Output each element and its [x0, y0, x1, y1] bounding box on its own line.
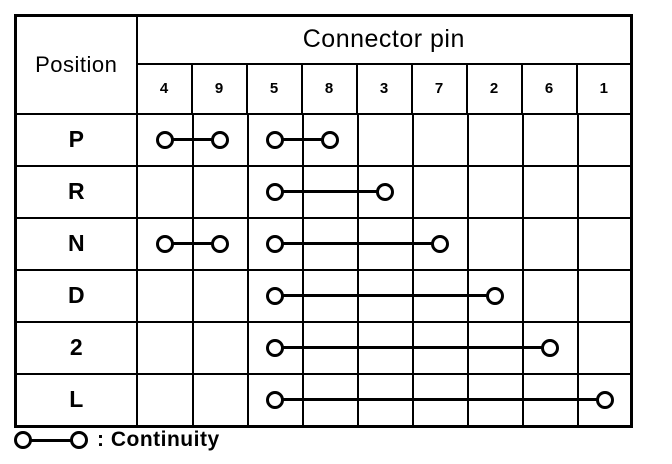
- continuity-terminal-icon-pin-9: [211, 234, 229, 253]
- continuity-terminal-icon-pin-5: [266, 182, 284, 201]
- header-row-main: Position Connector pin: [14, 14, 633, 115]
- grid-line: [246, 271, 249, 320]
- grid-line: [521, 167, 524, 216]
- row-L: L: [14, 372, 633, 427]
- grid-line: [576, 167, 579, 216]
- legend-line: [23, 438, 79, 442]
- row-D: D: [14, 268, 633, 323]
- pin-header-3: 3: [355, 62, 413, 115]
- grid-line: [356, 115, 359, 164]
- pin-header-6: 6: [520, 62, 578, 115]
- continuity-line-5-3: [275, 190, 385, 193]
- pin-header-7: 7: [410, 62, 468, 115]
- grid-line: [411, 167, 414, 216]
- grid-line: [576, 219, 579, 268]
- continuity-terminal-icon-pin-2: [486, 286, 504, 305]
- pin-header-1: 1: [575, 62, 633, 115]
- pin-area-2: [139, 323, 630, 372]
- grid-line: [191, 167, 194, 216]
- pin-area-D: [139, 271, 630, 320]
- pin-area-P: [139, 115, 630, 164]
- pin-header-8: 8: [300, 62, 358, 115]
- position-label-P: P: [14, 112, 138, 167]
- connector-pin-header: Connector pin: [135, 14, 633, 65]
- grid-line: [411, 115, 414, 164]
- grid-line: [466, 219, 469, 268]
- legend-circle-right-icon: [70, 431, 88, 449]
- continuity-terminal-icon-pin-4: [156, 130, 174, 149]
- position-label-R: R: [14, 164, 138, 219]
- pin-area-R: [139, 167, 630, 216]
- pin-header-5: 5: [245, 62, 303, 115]
- grid-line: [466, 167, 469, 216]
- position-label-D: D: [14, 268, 138, 323]
- grid-line: [246, 219, 249, 268]
- grid-line: [191, 323, 194, 372]
- continuity-terminal-icon-pin-6: [541, 338, 559, 357]
- legend-circle-left-icon: [14, 431, 32, 449]
- pin-header-2: 2: [465, 62, 523, 115]
- row-2: 2: [14, 320, 633, 375]
- continuity-terminal-icon-pin-4: [156, 234, 174, 253]
- grid-line: [191, 375, 194, 425]
- continuity-line-5-7: [275, 242, 440, 245]
- continuity-terminal-icon-pin-8: [321, 130, 339, 149]
- grid-line: [246, 167, 249, 216]
- position-label-N: N: [14, 216, 138, 271]
- row-N: N: [14, 216, 633, 271]
- continuity-line-5-2: [275, 294, 495, 297]
- position-label-L: L: [14, 372, 138, 427]
- continuity-terminal-icon-pin-5: [266, 130, 284, 149]
- pin-header-9: 9: [190, 62, 248, 115]
- continuity-line-5-1: [275, 398, 605, 401]
- grid-line: [521, 271, 524, 320]
- grid-line: [466, 115, 469, 164]
- position-label-2: 2: [14, 320, 138, 375]
- continuity-terminal-icon-pin-5: [266, 286, 284, 305]
- continuity-line-5-8: [275, 138, 330, 141]
- continuity-line-4-9: [165, 242, 220, 245]
- continuity-terminal-icon-pin-3: [376, 182, 394, 201]
- position-header: Position: [14, 14, 138, 115]
- pin-header-4: 4: [135, 62, 193, 115]
- grid-line: [246, 115, 249, 164]
- grid-line: [521, 219, 524, 268]
- row-P: P: [14, 112, 633, 167]
- continuity-terminal-icon-pin-5: [266, 390, 284, 409]
- grid-line: [246, 375, 249, 425]
- continuity-terminal-icon-pin-5: [266, 338, 284, 357]
- grid-line: [521, 115, 524, 164]
- grid-line: [576, 271, 579, 320]
- grid-line: [191, 271, 194, 320]
- row-R: R: [14, 164, 633, 219]
- continuity-line-5-6: [275, 346, 550, 349]
- pin-area-N: [139, 219, 630, 268]
- continuity-line-4-9: [165, 138, 220, 141]
- grid-line: [576, 323, 579, 372]
- grid-line: [246, 323, 249, 372]
- continuity-terminal-icon-pin-7: [431, 234, 449, 253]
- grid-line: [576, 115, 579, 164]
- pin-area-L: [139, 375, 630, 425]
- continuity-terminal-icon-pin-5: [266, 234, 284, 253]
- legend: : Continuity: [14, 427, 220, 453]
- continuity-symbol-icon: [14, 430, 88, 450]
- continuity-terminal-icon-pin-1: [596, 390, 614, 409]
- legend-label: : Continuity: [97, 428, 220, 451]
- continuity-terminal-icon-pin-9: [211, 130, 229, 149]
